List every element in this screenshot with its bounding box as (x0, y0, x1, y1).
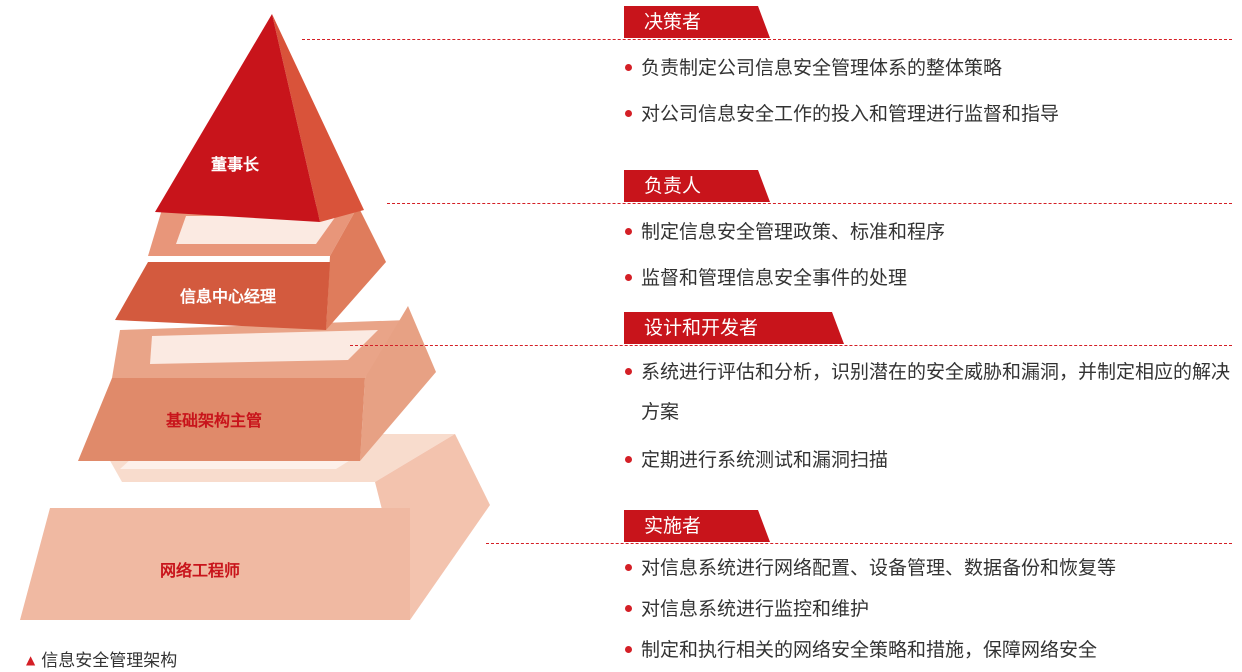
tier3-side-face (360, 306, 436, 461)
tier2-top-inner (176, 216, 336, 244)
list-item: 制定和执行相关的网络安全策略和措施，保障网络安全 (625, 632, 1242, 668)
triangle-marker-icon: ▲ (26, 653, 36, 667)
role-item-list: 负责制定公司信息安全管理体系的整体策略 对公司信息安全工作的投入和管理进行监督和… (625, 50, 1242, 142)
tier2-label: 信息中心经理 (180, 287, 276, 306)
bullet-dot-icon (625, 274, 632, 281)
role-divider-line (350, 345, 1232, 346)
role-designer-developer: 设计和开发者 系统进行评估和分析，识别潜在的安全威胁和漏洞，并制定相应的解决方案… (350, 312, 1242, 488)
role-divider-line (486, 543, 1232, 544)
tier3-front-face (78, 378, 365, 461)
bullet-dot-icon (625, 456, 632, 463)
role-item-list: 系统进行评估和分析，识别潜在的安全威胁和漏洞，并制定相应的解决方案 定期进行系统… (625, 352, 1242, 488)
pyramid-caption: ▲信息安全管理架构 (26, 651, 178, 671)
tier4-front-face (20, 508, 410, 620)
list-item: 对信息系统进行监控和维护 (625, 591, 1242, 627)
bullet-dot-icon (625, 564, 632, 571)
tier-chairman: 董事长 (155, 14, 364, 222)
role-item-list: 对信息系统进行网络配置、设备管理、数据备份和恢复等 对信息系统进行监控和维护 制… (625, 550, 1242, 668)
tier1-label: 董事长 (211, 155, 260, 174)
tier2-side-face (326, 206, 386, 330)
list-item: 对信息系统进行网络配置、设备管理、数据备份和恢复等 (625, 550, 1242, 586)
role-divider-line (387, 203, 1232, 204)
tier-infrastructure-lead: 基础架构主管 (78, 306, 436, 461)
bullet-dot-icon (625, 110, 632, 117)
tier2-front-face (115, 262, 330, 330)
bullet-dot-icon (625, 228, 632, 235)
tier3-top-inner (150, 330, 378, 364)
tier-network-engineer: 网络工程师 (20, 434, 490, 620)
role-title-tag: 决策者 (624, 6, 770, 38)
role-title-tag: 实施者 (624, 510, 770, 542)
role-title-tag: 负责人 (624, 170, 770, 202)
list-item: 监督和管理信息安全事件的处理 (625, 260, 1242, 296)
pyramid-diagram: 网络工程师 基础架构主管 信息中心经理 董事长 (20, 14, 490, 620)
tier3-label: 基础架构主管 (165, 411, 262, 430)
role-responsible-person: 负责人 制定信息安全管理政策、标准和程序 监督和管理信息安全事件的处理 (387, 170, 1242, 300)
list-item: 系统进行评估和分析，识别潜在的安全威胁和漏洞，并制定相应的解决方案 (625, 352, 1242, 432)
tier-info-center-manager: 信息中心经理 (115, 206, 386, 330)
role-title-tag: 设计和开发者 (624, 312, 844, 344)
bullet-dot-icon (625, 605, 632, 612)
list-item: 负责制定公司信息安全管理体系的整体策略 (625, 50, 1242, 86)
bullet-dot-icon (625, 646, 632, 653)
bullet-dot-icon (625, 64, 632, 71)
list-item: 制定信息安全管理政策、标准和程序 (625, 214, 1242, 250)
role-implementer: 实施者 对信息系统进行网络配置、设备管理、数据备份和恢复等 对信息系统进行监控和… (486, 510, 1242, 672)
tier1-front-face (155, 14, 320, 222)
role-item-list: 制定信息安全管理政策、标准和程序 监督和管理信息安全事件的处理 (625, 214, 1242, 306)
role-divider-line (302, 39, 1232, 40)
tier1-side-face (272, 14, 364, 222)
list-item: 对公司信息安全工作的投入和管理进行监督和指导 (625, 96, 1242, 132)
list-item: 定期进行系统测试和漏洞扫描 (625, 442, 1242, 478)
role-decision-maker: 决策者 负责制定公司信息安全管理体系的整体策略 对公司信息安全工作的投入和管理进… (302, 6, 1242, 136)
tier4-label: 网络工程师 (160, 561, 240, 580)
bullet-dot-icon (625, 368, 632, 375)
